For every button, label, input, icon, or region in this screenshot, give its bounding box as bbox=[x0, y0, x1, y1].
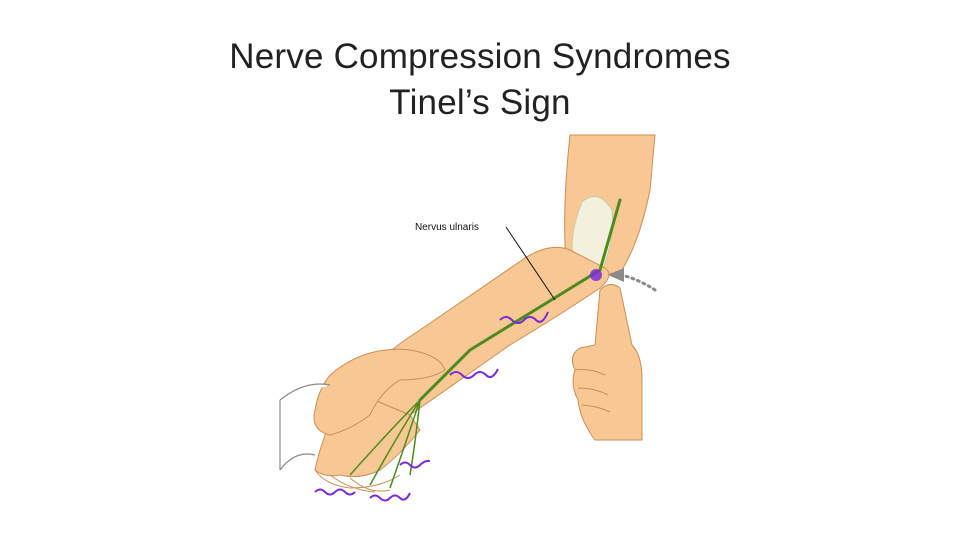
forearm bbox=[349, 246, 610, 416]
tingling-line-4 bbox=[369, 492, 411, 502]
examiner-sleeve bbox=[279, 383, 331, 471]
tingling-line-5 bbox=[399, 459, 431, 469]
tingling-line-3 bbox=[314, 488, 356, 496]
examiner-tapping-hand bbox=[571, 284, 643, 441]
tap-point bbox=[590, 269, 602, 281]
tapping-fingers bbox=[574, 369, 611, 413]
tap-arrow-trail bbox=[620, 273, 657, 292]
title-line-2: Tinel’s Sign bbox=[389, 83, 571, 122]
patient-fingers bbox=[314, 469, 401, 493]
tingling-line-2 bbox=[449, 368, 499, 379]
nerve-branches bbox=[349, 399, 421, 489]
label-leader-line bbox=[505, 226, 556, 301]
tap-arrow-head bbox=[608, 268, 624, 282]
title-line-1: Nerve Compression Syndromes bbox=[229, 37, 731, 76]
examiner-holding-hand bbox=[313, 348, 446, 436]
tingling-line-1 bbox=[499, 311, 549, 324]
slide-title: Nerve Compression Syndromes Tinel’s Sign bbox=[0, 34, 960, 126]
nerve-label: Nervus ulnaris bbox=[415, 222, 479, 233]
tinel-sign-illustration: Nervus ulnaris bbox=[279, 134, 657, 502]
ulnar-nerve bbox=[418, 198, 622, 402]
